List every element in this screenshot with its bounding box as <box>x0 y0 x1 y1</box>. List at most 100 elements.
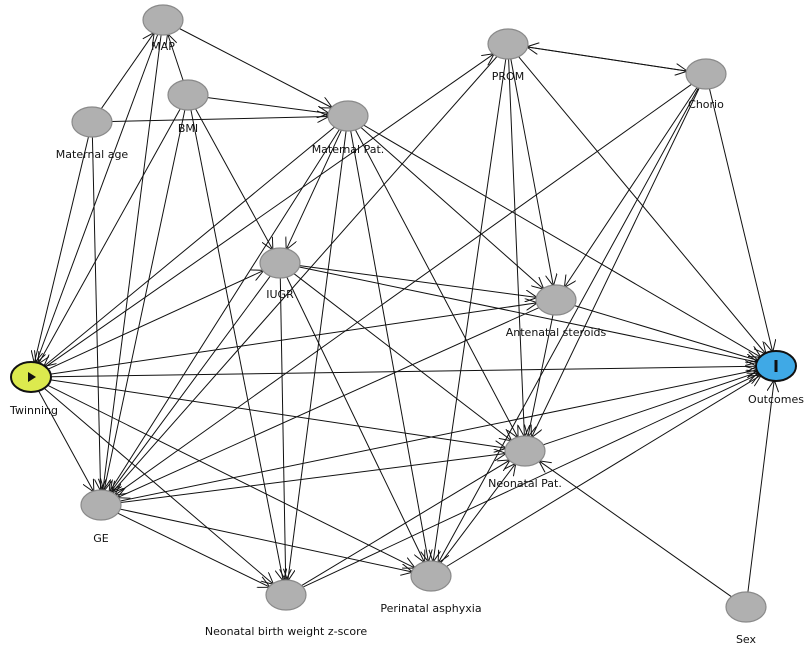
node-label: Neonatal Pat. <box>488 477 562 490</box>
edge-asphyxia-to-outcomes <box>446 376 761 567</box>
node-neonatal-pat[interactable]: Neonatal Pat. <box>488 435 562 490</box>
outcome-bar-icon <box>774 360 778 372</box>
edge-asphyxia-to-neonatal_pat <box>440 464 515 564</box>
node-antenatal[interactable]: Antenatal steroids <box>506 284 607 339</box>
nodes-layer: MAP BMI Maternal age Maternal Pat. PROM Chori… <box>9 4 804 646</box>
edge-maternal_pat-to-bwz <box>288 130 347 580</box>
edge-ge-to-outcomes <box>120 370 756 502</box>
edge-sex-to-outcomes <box>747 381 774 593</box>
edge-maternal_pat-to-iugr <box>287 129 342 249</box>
node-label: IUGR <box>266 288 294 301</box>
node-ellipse[interactable] <box>167 79 209 111</box>
edge-iugr-to-outcomes <box>299 266 756 362</box>
edge-iugr-to-neonatal_pat <box>293 273 511 441</box>
edge-bmi-to-ge <box>104 109 186 490</box>
node-chorio[interactable]: Chorio <box>685 58 727 111</box>
edge-chorio-to-asphyxia <box>439 87 699 562</box>
node-label: GE <box>93 532 109 545</box>
edge-bwz-to-neonatal_pat <box>301 460 510 587</box>
edge-maternal_pat-to-twinning <box>45 126 335 366</box>
node-outcomes[interactable]: Outcomes <box>748 350 804 406</box>
node-bmi[interactable]: BMI <box>167 79 209 135</box>
edge-maternal_age-to-ge <box>91 136 100 490</box>
node-ellipse[interactable] <box>71 106 113 138</box>
node-maternal-age[interactable]: Maternal age <box>56 106 129 161</box>
node-ellipse[interactable] <box>487 28 529 60</box>
edge-twinning-to-ge <box>38 390 94 491</box>
edge-maternal_age-to-maternal_pat <box>111 117 328 122</box>
edge-maternal_pat-to-antenatal <box>360 127 543 288</box>
node-label: PROM <box>492 70 524 83</box>
node-prom[interactable]: PROM <box>487 28 529 83</box>
edge-maternal_pat-to-asphyxia <box>350 130 429 561</box>
node-maternal-pat[interactable]: Maternal Pat. <box>312 100 385 156</box>
node-label: MAP <box>151 40 175 53</box>
node-ellipse[interactable] <box>80 489 122 521</box>
edge-bmi-to-twinning <box>39 108 181 363</box>
edge-map-to-twinning <box>36 34 159 363</box>
edge-prom-to-antenatal <box>510 58 553 285</box>
node-ellipse[interactable] <box>535 284 577 316</box>
node-label: Maternal age <box>56 148 129 161</box>
node-label: Chorio <box>688 98 724 111</box>
edge-prom-to-asphyxia <box>433 58 507 561</box>
node-label: Sex <box>736 633 757 646</box>
edge-prom-to-ge <box>112 56 498 493</box>
edges-layer <box>35 28 775 598</box>
node-label: Outcomes <box>748 393 804 406</box>
edge-bmi-to-map <box>168 35 184 81</box>
edge-twinning-to-bwz <box>43 387 273 583</box>
edge-chorio-to-prom <box>528 47 687 72</box>
node-ellipse[interactable] <box>685 58 727 90</box>
edge-twinning-to-neonatal_pat <box>50 379 506 448</box>
edge-maternal_pat-to-outcomes <box>363 124 760 357</box>
edge-chorio-to-antenatal <box>565 87 698 286</box>
edge-map-to-maternal_pat <box>179 28 331 108</box>
edge-prom-to-neonatal_pat <box>508 58 525 436</box>
node-asphyxia[interactable]: Perinatal asphyxia <box>380 560 482 615</box>
edge-maternal_age-to-twinning <box>35 136 89 362</box>
edge-sex-to-neonatal_pat <box>540 461 732 598</box>
node-bwz[interactable]: Neonatal birth weight z-score <box>205 579 368 638</box>
edge-bmi-to-bwz <box>190 109 283 580</box>
node-label: BMI <box>178 122 198 135</box>
node-iugr[interactable]: IUGR <box>259 247 301 301</box>
edge-prom-to-outcomes <box>518 56 766 354</box>
node-label: Twinning <box>9 404 58 417</box>
edge-iugr-to-bwz <box>280 277 285 580</box>
edge-twinning-to-prom <box>45 54 494 368</box>
node-ellipse[interactable] <box>259 247 301 279</box>
edge-bmi-to-iugr <box>195 108 273 249</box>
node-ellipse[interactable] <box>265 579 307 611</box>
node-label: Perinatal asphyxia <box>380 602 481 615</box>
edge-iugr-to-ge <box>111 275 271 492</box>
edge-bwz-to-outcomes <box>302 374 759 588</box>
edge-ge-to-neonatal_pat <box>120 454 506 503</box>
edge-map-to-ge <box>103 34 162 490</box>
edge-twinning-to-outcomes <box>50 366 756 378</box>
node-ellipse[interactable] <box>504 435 546 467</box>
node-label: Antenatal steroids <box>506 326 607 339</box>
edge-ge-to-asphyxia <box>120 508 412 572</box>
node-ellipse[interactable] <box>410 560 452 592</box>
node-ellipse[interactable] <box>327 100 369 132</box>
node-ge[interactable]: GE <box>80 489 122 545</box>
node-label: Maternal Pat. <box>312 143 385 156</box>
edge-chorio-to-outcomes <box>709 88 773 351</box>
edge-neonatal_pat-to-outcomes <box>543 372 758 446</box>
edge-maternal_age-to-map <box>100 33 153 109</box>
node-label: Neonatal birth weight z-score <box>205 625 368 638</box>
node-ellipse[interactable] <box>725 591 767 623</box>
node-ellipse[interactable] <box>142 4 184 36</box>
node-map[interactable]: MAP <box>142 4 184 53</box>
edge-antenatal-to-outcomes <box>574 305 758 361</box>
node-sex[interactable]: Sex <box>725 591 767 646</box>
node-twinning[interactable]: Twinning <box>9 361 58 417</box>
edge-twinning-to-antenatal <box>50 303 537 375</box>
edge-iugr-to-asphyxia <box>286 276 424 562</box>
edge-maternal_pat-to-ge <box>110 129 340 492</box>
edge-chorio-to-neonatal_pat <box>532 87 700 437</box>
edge-twinning-to-iugr <box>47 271 263 370</box>
edge-iugr-to-antenatal <box>299 265 537 298</box>
